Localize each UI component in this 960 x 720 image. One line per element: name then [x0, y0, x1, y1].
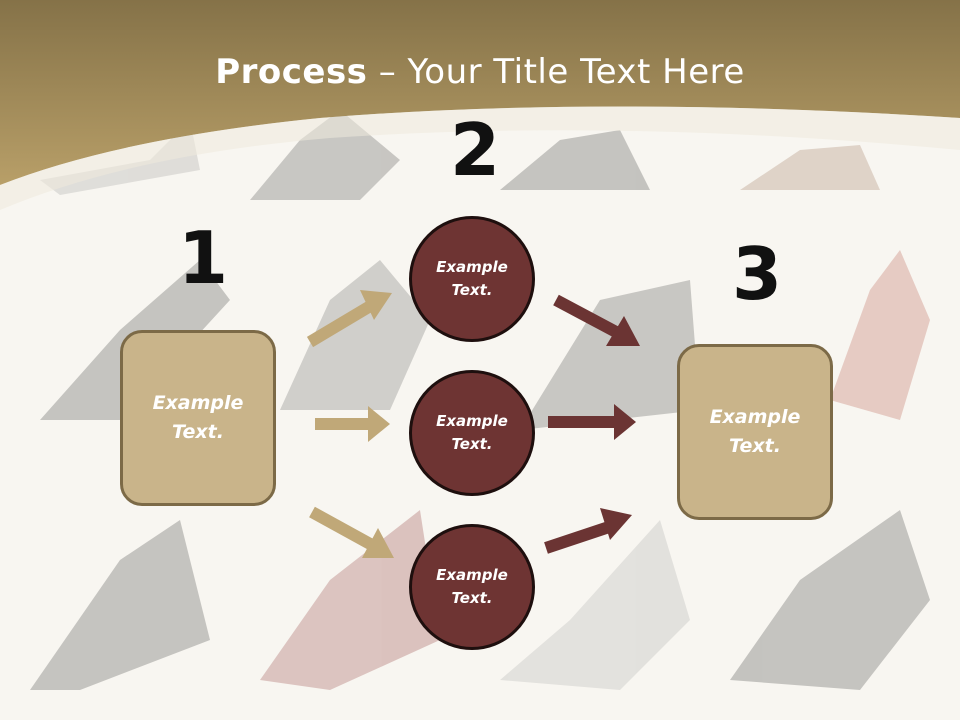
- slide-title: Process – Your Title Text Here: [0, 52, 960, 92]
- step-2-circle-bottom: Example Text.: [409, 524, 535, 650]
- step-2-circle-middle: Example Text.: [409, 370, 535, 496]
- arrow-1-to-2c: [309, 506, 394, 558]
- step-number-2: 2: [450, 108, 501, 192]
- title-bold: Process: [215, 52, 368, 92]
- arrow-1-to-2a: [306, 290, 392, 348]
- step-number-3: 3: [732, 232, 783, 316]
- arrow-2a-to-3: [553, 294, 640, 346]
- step-3-text: Example Text.: [709, 406, 801, 457]
- step-3-box: Example Text.: [677, 344, 833, 520]
- step-2-item-1: Example Text.: [436, 258, 508, 299]
- arrow-1-to-2b: [315, 406, 390, 442]
- arrow-2b-to-3: [548, 404, 636, 440]
- title-rest: – Your Title Text Here: [367, 52, 745, 92]
- shoe-pattern: [30, 110, 930, 690]
- step-number-1: 1: [178, 216, 229, 300]
- step-1-box: Example Text.: [120, 330, 276, 506]
- step-1-text: Example Text.: [152, 392, 244, 443]
- arrow-2c-to-3: [544, 508, 632, 554]
- header-band: [0, 0, 960, 185]
- step-2-item-2: Example Text.: [436, 412, 508, 453]
- step-2-item-3: Example Text.: [436, 566, 508, 607]
- step-2-circle-top: Example Text.: [409, 216, 535, 342]
